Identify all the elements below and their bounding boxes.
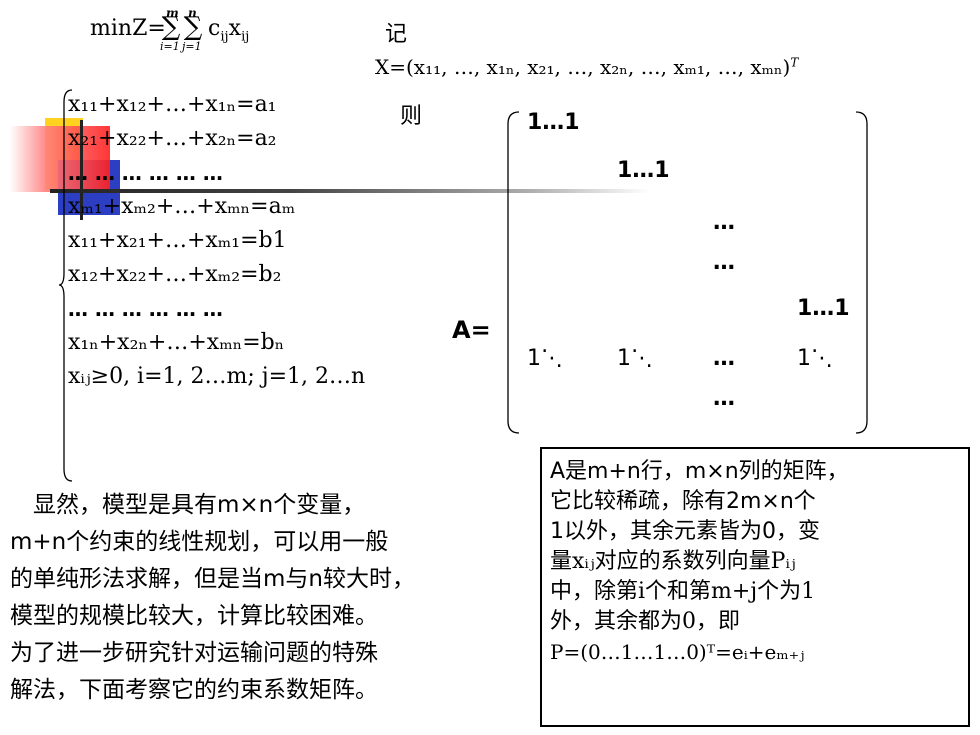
- decorative-red-gradient: [10, 126, 110, 192]
- constraint-7: … … … … … …: [68, 297, 223, 321]
- matrix-left-bracket: [507, 111, 520, 434]
- matrix-row-2: 1…1: [617, 158, 670, 183]
- box-line-7: P=(0…1…1…0)ᵀ=eᵢ+eₘ₊ⱼ: [550, 640, 805, 664]
- constraint-5: x₁₁+x₂₁+…+xₘ₁=b1: [68, 228, 287, 253]
- sum-symbol-j: n ∑ j=1: [182, 6, 203, 53]
- box-line-3: 1以外，其余元素皆为0，变: [550, 519, 820, 544]
- box-line-2: 它比较稀疏，除有2m×n个: [550, 489, 816, 514]
- notation-ze: 则: [400, 104, 423, 129]
- matrix-row-1: 1…1: [527, 110, 580, 135]
- decorative-horizontal-line: [50, 189, 650, 193]
- matrix-row-6-col-4: 1⋱: [797, 346, 833, 371]
- box-line-5: 中，除第i个和第m+j个为1: [550, 579, 816, 604]
- coefficient-matrix: 1…1 1…1 … … 1…1 1⋱ 1⋱ … 1⋱ …: [505, 110, 870, 435]
- matrix-row-6-col-2: 1⋱: [617, 346, 653, 371]
- box-line-1: A是m+n行，m×n列的矩阵，: [550, 459, 849, 484]
- paragraph-line-4: 模型的规模比较大，计算比较困难。: [10, 603, 378, 629]
- matrix-row-4: …: [713, 250, 735, 275]
- decorative-vertical-line: [80, 120, 83, 220]
- matrix-row-6-col-3: …: [713, 346, 735, 371]
- paragraph-line-2: m+n个约束的线性规划，可以用一般: [10, 529, 389, 555]
- constraint-1: x₁₁+x₁₂+…+x₁ₙ=a₁: [68, 92, 277, 117]
- matrix-right-bracket: [855, 111, 868, 434]
- objective-prefix: minZ=: [90, 16, 166, 41]
- box-line-4: 量xᵢⱼ对应的系数列向量Pᵢⱼ: [550, 549, 796, 574]
- paragraph-line-3: 的单纯形法求解，但是当m与n较大时，: [10, 566, 415, 592]
- explanation-paragraph: 显然，模型是具有m×n个变量， m+n个约束的线性规划，可以用一般 的单纯形法求…: [10, 487, 415, 709]
- constraint-list: x₁₁+x₁₂+…+x₁ₙ=a₁ x₂₁+x₂₂+…+x₂ₙ=a₂ … … … …: [68, 88, 365, 394]
- box-line-6: 外，其余都为0，即: [550, 609, 740, 634]
- matrix-row-6-col-1: 1⋱: [527, 346, 563, 371]
- matrix-row-3: …: [713, 210, 735, 235]
- constraint-3: … … … … … …: [68, 161, 223, 185]
- x-vector-definition: X=(x₁₁, …, x₁ₙ, x₂₁, …, x₂ₙ, …, xₘ₁, …, …: [375, 55, 799, 79]
- paragraph-line-1: 显然，模型是具有m×n个变量，: [10, 492, 366, 518]
- constraint-8: x₁ₙ+x₂ₙ+…+xₘₙ=bₙ: [68, 330, 285, 355]
- constraint-4: xₘ₁+xₘ₂+…+xₘₙ=aₘ: [68, 194, 296, 219]
- objective-term: cijxij: [208, 16, 250, 45]
- matrix-row-5: 1…1: [797, 296, 850, 321]
- constraint-6: x₁₂+x₂₂+…+xₘ₂=b₂: [68, 262, 282, 287]
- constraint-2: x₂₁+x₂₂+…+x₂ₙ=a₂: [68, 126, 277, 151]
- matrix-row-7: …: [713, 386, 735, 411]
- notation-ji: 记: [385, 22, 408, 47]
- paragraph-line-5: 为了进一步研究针对运输问题的特殊: [10, 640, 378, 666]
- paragraph-line-6: 解法，下面考察它的约束系数矩阵。: [10, 677, 378, 703]
- constraint-9: xᵢⱼ≥0, i=1, 2…m; j=1, 2…n: [68, 364, 366, 389]
- matrix-explanation-box: A是m+n行，m×n列的矩阵， 它比较稀疏，除有2m×n个 1以外，其余元素皆为…: [540, 447, 970, 727]
- matrix-label: A=: [452, 316, 491, 344]
- sum-symbol-i: m ∑ i=1: [160, 6, 181, 53]
- constraints-brace: [58, 89, 73, 482]
